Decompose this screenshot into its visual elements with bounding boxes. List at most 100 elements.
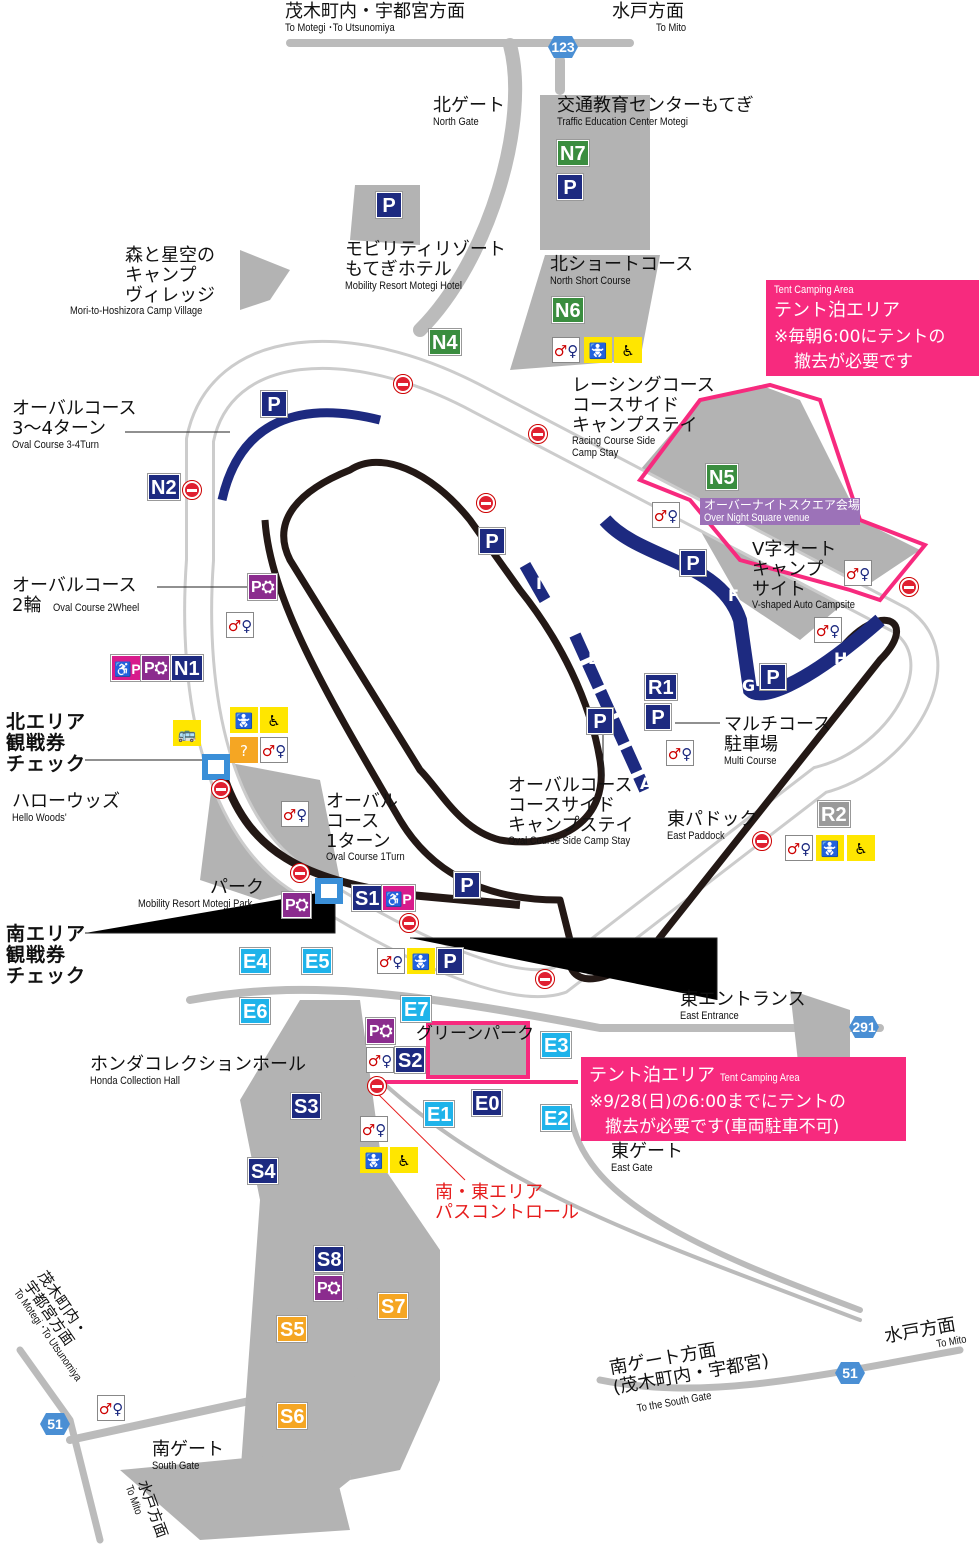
label-en: Mori-to-Hoshizora Camp Village	[70, 305, 203, 318]
label-en: Oval Course 3-4Turn	[12, 438, 99, 451]
callout-note: ※9/28(日)の6:00までにテントの	[589, 1092, 846, 1112]
green-park-label: グリーンパーク	[416, 1024, 535, 1044]
parking-s6[interactable]: S6	[275, 1402, 309, 1430]
no-entry-icon	[899, 577, 919, 597]
label-jp: モビリティリゾート	[345, 239, 506, 260]
parking-n2[interactable]: N2	[147, 473, 181, 501]
label-jp: チェック	[6, 964, 87, 987]
baby-changing-icon: 🚼	[407, 948, 435, 974]
parking-s7[interactable]: S7	[376, 1292, 410, 1320]
toilet-icon: ♂♀	[366, 1047, 394, 1073]
label-jp: キャンプ	[125, 264, 197, 286]
label-jp: 茂木町内・宇都宮方面	[285, 1, 465, 22]
parking-e6[interactable]: E6	[238, 997, 272, 1025]
parking-n4[interactable]: N4	[428, 328, 462, 356]
motorcycle-parking-icon: P⛭	[312, 1274, 345, 1302]
parking-e1[interactable]: E1	[422, 1100, 456, 1128]
section-b: B	[632, 727, 645, 746]
toilet-icon: ♂♀	[281, 801, 309, 827]
parking-e7[interactable]: E7	[399, 995, 433, 1023]
parking-p[interactable]: P	[375, 191, 403, 219]
parking-n7[interactable]: N7	[556, 139, 590, 167]
label-jp: パスコントロール	[435, 1201, 579, 1223]
parking-p[interactable]: P	[679, 549, 707, 577]
callout-en: Tent Camping Area	[774, 284, 854, 296]
toilet-icon: ♂♀	[360, 1116, 388, 1142]
section-i: I	[536, 574, 542, 593]
parking-s2[interactable]: S2	[393, 1046, 427, 1074]
wheelchair-icon: ♿	[614, 337, 642, 363]
label-en: Racing Course Side	[572, 435, 656, 448]
ticket-check-gate-north	[202, 754, 230, 780]
parking-e4[interactable]: E4	[238, 947, 272, 975]
no-entry-icon	[290, 863, 310, 883]
label-jp: チェック	[6, 752, 87, 775]
parking-p[interactable]: P	[260, 390, 288, 418]
label-en: East Paddock	[667, 829, 725, 842]
callout-title: テント泊エリア	[589, 1065, 715, 1086]
label-en: Mobility Resort Motegi Park	[138, 897, 253, 910]
parking-s3[interactable]: S3	[289, 1092, 323, 1120]
label-jp: 北エリア	[6, 711, 87, 733]
no-entry-icon	[182, 480, 202, 500]
parking-r1[interactable]: R1	[644, 673, 678, 701]
parking-p[interactable]: P	[556, 173, 584, 201]
label-jp: 東エントランス	[680, 989, 806, 1010]
accessible-parking-icon: ♿P	[110, 654, 145, 682]
parking-p[interactable]: P	[436, 947, 464, 975]
south-check-label: 南エリア観戦券チェック	[6, 924, 86, 987]
label-jp: 観戦券	[6, 943, 67, 966]
label-jp: 東パドック	[667, 809, 758, 830]
parking-e3[interactable]: E3	[539, 1031, 573, 1059]
parking-r2[interactable]: R2	[817, 800, 851, 828]
parking-s1[interactable]: S1	[350, 884, 384, 912]
label-jp: 南ゲート	[152, 1439, 224, 1460]
label-jp: V字オート	[752, 539, 837, 560]
parking-s4[interactable]: S4	[246, 1157, 280, 1185]
parking-n5[interactable]: N5	[705, 463, 739, 491]
parking-p[interactable]: P	[478, 527, 506, 555]
label-en: North Short Course	[550, 274, 631, 287]
bus-icon: 🚌	[173, 720, 201, 746]
label-jp: 観戦券	[6, 731, 67, 754]
callout-note: 撤去が必要です	[794, 352, 913, 372]
label-jp: オーバルコース	[12, 398, 137, 419]
label-jp: ヴィレッジ	[125, 284, 215, 306]
label-jp: 水戸方面	[612, 1, 684, 22]
label-en: Mobility Resort Motegi Hotel	[345, 279, 462, 292]
label-en: V-shaped Auto Campsite	[752, 599, 855, 612]
label-en: Hello Woods'	[12, 811, 67, 824]
parking-s5[interactable]: S5	[275, 1315, 309, 1343]
parking-n1[interactable]: N1	[170, 654, 204, 682]
label-jp: コースサイド	[572, 394, 680, 416]
north-check-label: 北エリア観戦券チェック	[6, 712, 86, 775]
label-en: Oval Course 1Turn	[326, 851, 405, 864]
motorcycle-parking-icon: P⛭	[364, 1017, 397, 1045]
toilet-icon: ♂♀	[785, 835, 813, 861]
parking-p[interactable]: P	[586, 707, 614, 735]
section-h: H	[834, 649, 848, 668]
parking-p[interactable]: P	[453, 871, 481, 899]
label-jp: オーバルコース	[508, 775, 633, 796]
wheelchair-icon: ♿	[390, 1147, 418, 1173]
parking-e0[interactable]: E0	[470, 1089, 504, 1117]
parking-p[interactable]: P	[644, 703, 672, 731]
ticket-check-gate-south	[315, 878, 343, 904]
callout-title: テント泊エリア	[774, 300, 900, 321]
info-icon: ?	[230, 737, 258, 763]
label-jp: サイト	[752, 578, 806, 600]
parking-p[interactable]: P	[759, 663, 787, 691]
parking-s8[interactable]: S8	[312, 1245, 346, 1273]
label-jp: もてぎホテル	[345, 258, 452, 280]
label-jp: キャンプステイ	[508, 814, 634, 836]
parking-e2[interactable]: E2	[539, 1104, 573, 1132]
parking-e5[interactable]: E5	[300, 947, 334, 975]
parking-n6[interactable]: N6	[551, 296, 585, 324]
